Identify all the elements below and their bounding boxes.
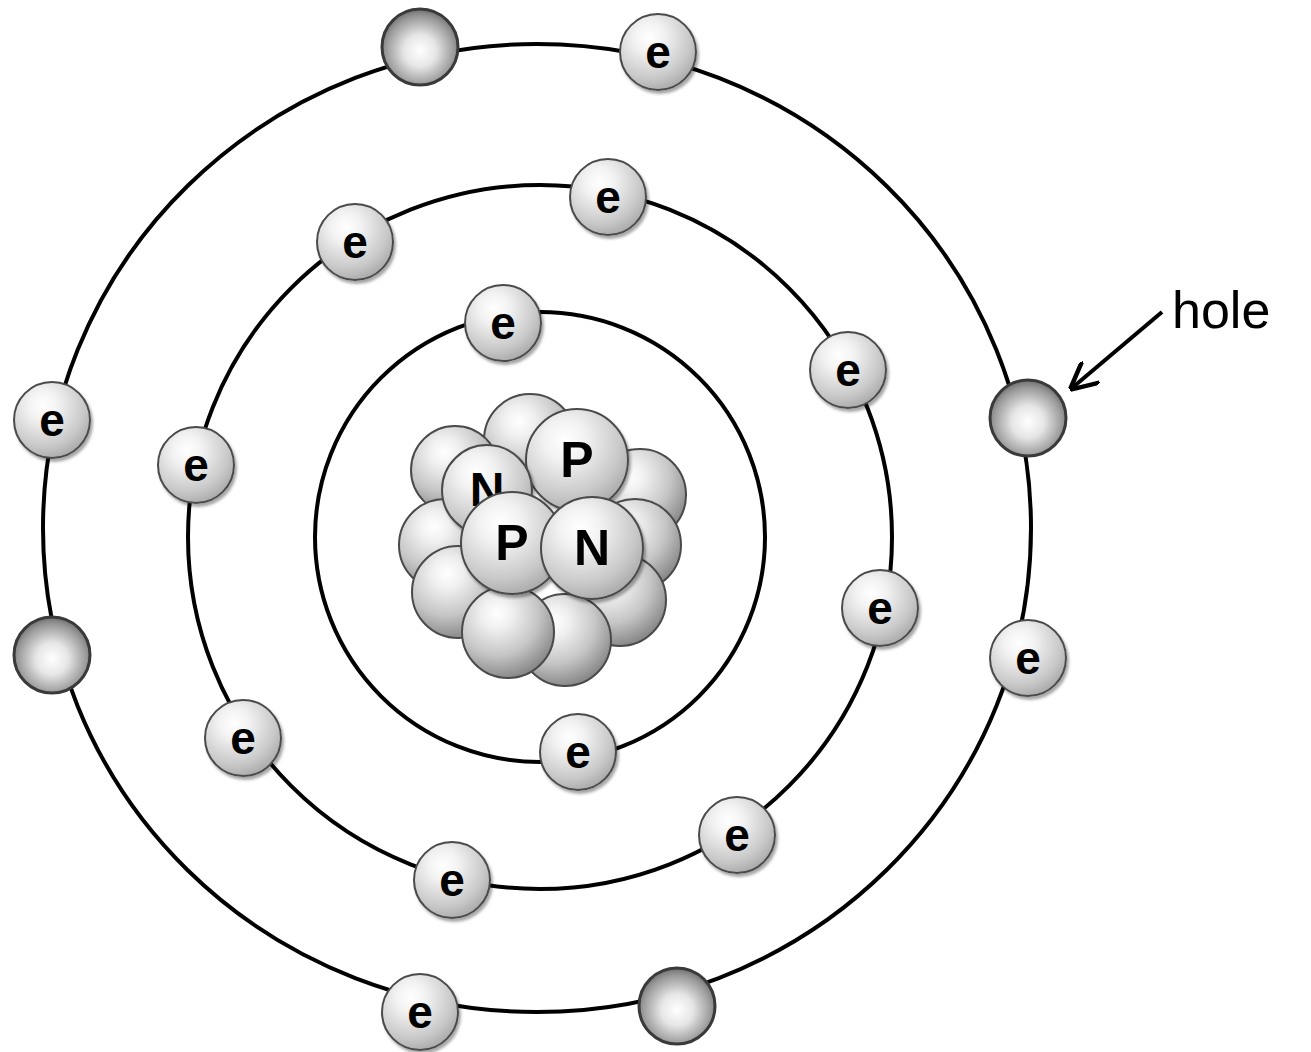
electron-label: e — [183, 442, 209, 488]
leader-arrow — [1072, 312, 1162, 388]
electron-label: e — [565, 729, 591, 775]
nucleon-ball: N — [540, 496, 644, 600]
electron-ball: e — [809, 331, 887, 409]
electron-label: e — [645, 29, 671, 75]
electron-ball: e — [619, 13, 697, 91]
inner-shell — [315, 312, 765, 762]
electron-ball: e — [989, 619, 1067, 697]
electron-label: e — [835, 347, 861, 393]
nucleus-back — [399, 394, 686, 686]
electron-ball: e — [464, 284, 542, 362]
middle-shell — [188, 185, 892, 889]
electron-ball: e — [841, 569, 919, 647]
particle-letter: N — [574, 523, 610, 573]
electron-label: e — [439, 857, 465, 903]
electron-label: e — [724, 812, 750, 858]
electron-label: e — [39, 397, 65, 443]
electron-label: e — [490, 300, 516, 346]
electron-ball: e — [157, 426, 235, 504]
hole — [14, 9, 1066, 1044]
outer-shell — [43, 44, 1031, 1012]
electron-label: e — [342, 219, 368, 265]
electron-label: e — [867, 585, 893, 631]
particle-letter: P — [560, 435, 593, 485]
callout-label: hole — [1172, 284, 1270, 336]
electron-label: e — [1015, 635, 1041, 681]
electron-label: e — [595, 174, 621, 220]
electron-ball: e — [13, 381, 91, 459]
nucleon-ball: P — [525, 408, 629, 512]
electron-ball: e — [539, 713, 617, 791]
electron-label: e — [230, 715, 256, 761]
electron-ball: e — [569, 158, 647, 236]
electron-ball: e — [381, 973, 459, 1051]
particle-letter: P — [495, 518, 528, 568]
electron-ball: e — [204, 699, 282, 777]
electron-ball: e — [316, 203, 394, 281]
electron-ball: e — [698, 796, 776, 874]
electron-ball: e — [413, 841, 491, 919]
electron-label: e — [407, 989, 433, 1035]
